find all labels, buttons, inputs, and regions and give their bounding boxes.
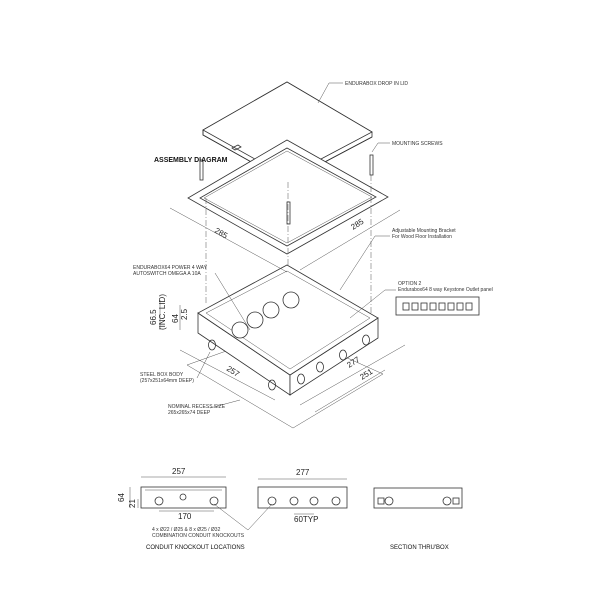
knockouts-label-2: COMBINATION CONDUIT KNOCKOUTS xyxy=(152,533,245,539)
leader-lines xyxy=(196,82,396,409)
power-label-1: ENDURABOX64 POWER 4 WAY xyxy=(133,265,208,271)
elev-dim-170: 170 xyxy=(178,512,192,521)
side-elevation xyxy=(213,478,348,531)
section-title: SECTION THRU'BOX xyxy=(390,545,449,551)
keystone-slot xyxy=(438,302,446,311)
keystone-slot xyxy=(447,302,455,311)
power-label-2: AUTOSWITCH OMEGA A 10A xyxy=(133,271,201,277)
conduit-title: CONDUIT KNOCKOUT LOCATIONS xyxy=(146,545,245,551)
dim-frame-left: 285 xyxy=(213,226,230,241)
section-view xyxy=(373,487,463,509)
steel-label-1: STEEL BOX BODY xyxy=(140,372,184,378)
elev-dim-64: 64 xyxy=(117,493,126,502)
assembly-title: ASSEMBLY DIAGRAM xyxy=(154,157,228,164)
conduit-knockouts xyxy=(208,334,370,391)
option-label-2: Endurabox64 8 way Keystone Outlet panel xyxy=(398,287,493,293)
keystone-slot xyxy=(456,302,464,311)
dim-height-total: 66.5 xyxy=(149,309,158,325)
option-label-1: OPTION 2 xyxy=(398,281,422,287)
dim-frame-right: 285 xyxy=(349,217,366,232)
steel-label-2: (257x251x64mm DEEP) xyxy=(140,378,194,384)
recess-label-1: NOMINAL RECESS SIZE xyxy=(168,404,226,410)
elev-dim-277: 277 xyxy=(296,468,310,477)
recess-label-2: 265x265x74 DEEP xyxy=(168,410,211,416)
lid-label: ENDURABOX DROP IN LID xyxy=(345,81,408,87)
dim-height-box: 64 xyxy=(171,314,180,323)
dim-lid-thickness: 2.5 xyxy=(180,308,189,320)
keystone-slot xyxy=(402,302,410,311)
power-outlets xyxy=(231,291,300,339)
dim-height-total-note: (INC. LID) xyxy=(158,294,167,330)
keystone-slot xyxy=(429,302,437,311)
knockouts-label-1: 4 x Ø22 / Ø25 & 8 x Ø25 / Ø32 xyxy=(152,527,221,533)
bracket-label-1: Adjustable Mounting Bracket xyxy=(392,228,456,234)
elev-dim-60typ: 60TYP xyxy=(294,515,318,524)
end-elevation xyxy=(129,476,227,512)
keystone-slot xyxy=(411,302,419,311)
keystone-slot xyxy=(465,302,473,311)
keystone-slot xyxy=(420,302,428,311)
dimension-lines xyxy=(159,207,406,413)
screws-label: MOUNTING SCREWS xyxy=(392,141,443,147)
elev-dim-21: 21 xyxy=(128,499,137,508)
dim-box-251: 251 xyxy=(358,367,375,382)
elev-dim-257: 257 xyxy=(172,467,186,476)
keystone-panel xyxy=(395,296,480,316)
steel-box-body xyxy=(197,264,379,396)
dim-box-257: 257 xyxy=(225,364,242,379)
mounting-screws xyxy=(199,154,374,225)
bracket-label-2: For Wood Floor Installation xyxy=(392,234,452,240)
